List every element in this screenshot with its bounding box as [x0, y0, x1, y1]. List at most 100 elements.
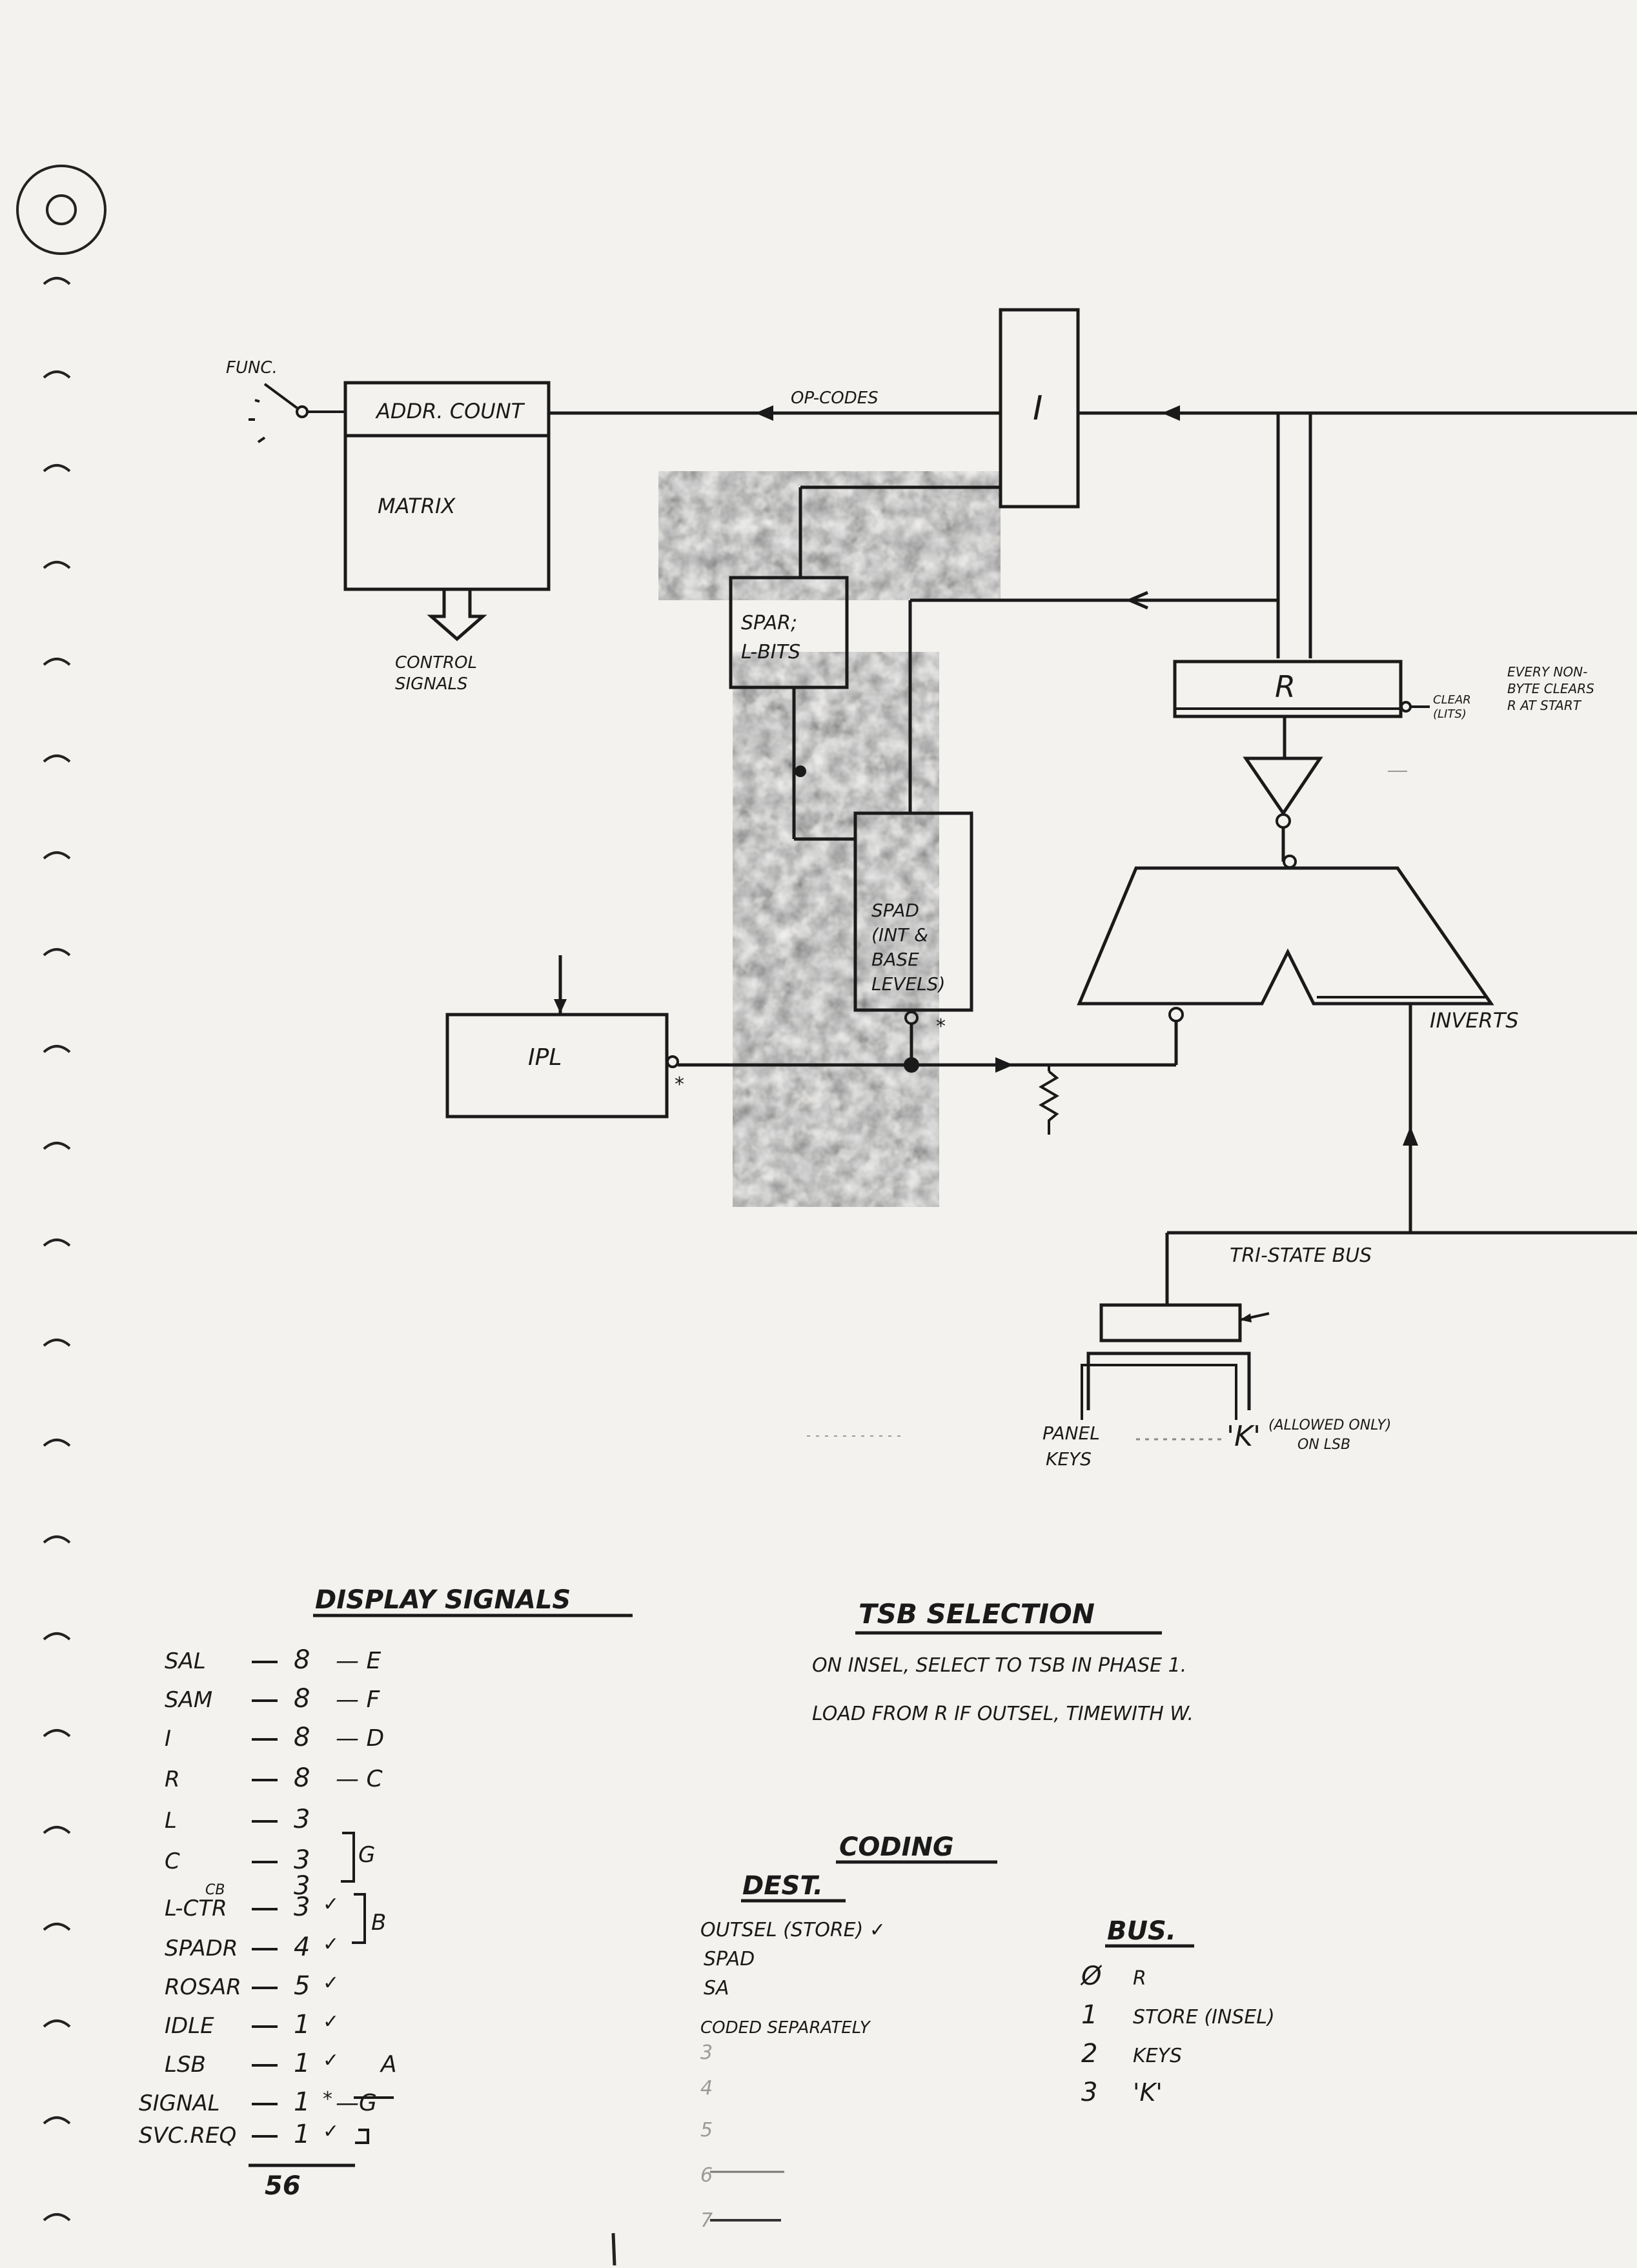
dest-item-2: SPAD [704, 1948, 755, 1970]
bus-value: R [1133, 1967, 1146, 1990]
alu-block: INVERTS [1077, 866, 1519, 1233]
bus-code: 2 [1081, 2039, 1097, 2069]
bus-code: Ø [1080, 1961, 1103, 1991]
display-signal-width: 5 [294, 1971, 310, 2001]
display-signal-name: ROSAR [165, 1974, 241, 2000]
inverts-label: INVERTS [1430, 1008, 1519, 1033]
display-signal-name: C [165, 1848, 180, 1874]
dest-faint-numbers: 3 4 5 6 7 [700, 2041, 713, 2232]
coding-section: CODING DEST. OUTSEL (STORE) ✓ SPAD SA CO… [700, 1832, 1275, 2232]
svg-text:6: 6 [700, 2164, 713, 2187]
display-signal-mark: ✓ [323, 1933, 339, 1956]
display-signal-width: 1 [294, 2049, 310, 2078]
tsb-line-1: ON INSEL, SELECT TO TSB IN PHASE 1. [812, 1654, 1186, 1677]
r-register-label: R [1275, 669, 1296, 704]
spad-block: SPAD (INT & BASE LEVELS) * [853, 811, 973, 1064]
dest-item-4: CODED SEPARATELY [700, 2018, 871, 2038]
display-signal-width: 1 [294, 2087, 310, 2117]
display-signal-name: R [165, 1767, 180, 1792]
i-register-label: I [1033, 389, 1042, 428]
addr-count-matrix-block: ADDR. COUNT MATRIX CONTROL SIGNALS [343, 381, 551, 694]
clear-label-1: CLEAR [1433, 693, 1471, 707]
spad-label-1: SPAD [871, 900, 919, 921]
display-signal-width: 8 [294, 1645, 310, 1675]
display-signal-width: 4 [294, 1932, 310, 1962]
dest-item-1: OUTSEL (STORE) ✓ [700, 1919, 886, 1941]
display-signal-width: 8 [294, 1763, 310, 1793]
display-signal-width: 3 [294, 1871, 310, 1901]
every-note-1: EVERY NON- [1507, 664, 1587, 680]
bus-heading: BUS. [1107, 1916, 1176, 1946]
spar-label-2: L-BITS [741, 641, 800, 663]
bus-code: 1 [1081, 2000, 1097, 2030]
display-signal-name: SIGNAL [139, 2091, 220, 2116]
svg-text:*: * [936, 1015, 946, 1038]
func-switch: FUNC. [226, 358, 345, 443]
i-register-box [999, 308, 1080, 509]
ipl-label: IPL [528, 1044, 562, 1071]
allowed-only-label-1: (ALLOWED ONLY) [1268, 1417, 1391, 1433]
r-register-block: R CLEAR (LITS) EVERY NON- BYTE CLEARS R … [1173, 660, 1594, 869]
every-note-2: BYTE CLEARS [1507, 681, 1594, 696]
display-signal-mark: ✓ [323, 1972, 339, 1994]
tristate-bus-label: TRI-STATE BUS [1230, 1244, 1372, 1267]
display-signal-group: — E [336, 1648, 381, 1674]
tri-state-bus: TRI-STATE BUS PANEL KEYS 'K' (ALLOWED ON… [1042, 1231, 1637, 1470]
display-signals-total: 56 [265, 2171, 301, 2201]
spad-label-3: BASE [871, 949, 919, 970]
spad-label-4: LEVELS) [871, 973, 945, 995]
display-signal-width: 1 [294, 2120, 310, 2149]
display-signal-name: SPADR [165, 1936, 238, 1961]
display-signal-width: 8 [294, 1684, 310, 1714]
display-signal-name: LSB [165, 2052, 206, 2078]
bracket-g-label: G [358, 1842, 375, 1868]
svg-text:4: 4 [700, 2077, 713, 2100]
matrix-label: MATRIX [378, 494, 456, 518]
panel-keys-label-2: KEYS [1046, 1448, 1092, 1470]
tsb-selection: TSB SELECTION ON INSEL, SELECT TO TSB IN… [812, 1598, 1194, 1725]
toner-smudge [658, 471, 1001, 1207]
display-signal-width: 8 [294, 1723, 310, 1752]
display-signal-name: L-CTR [165, 1896, 227, 1921]
control-signals-label-1: CONTROL [395, 653, 477, 673]
k-label: 'K' [1226, 1420, 1261, 1453]
display-signal-width: 3 [294, 1845, 310, 1875]
clear-label-2: (LITS) [1433, 707, 1467, 721]
control-signals-label-2: SIGNALS [395, 674, 468, 694]
display-signal-group: —G [336, 2090, 377, 2116]
dest-heading: DEST. [742, 1871, 823, 1901]
display-signals-heading: DISPLAY SIGNALS [315, 1585, 571, 1615]
display-signal-width: 3 [294, 1892, 310, 1922]
display-signal-width: 3 [294, 1805, 310, 1834]
display-signal-name: IDLE [165, 2013, 214, 2039]
bus-value: 'K' [1133, 2078, 1163, 2107]
display-signal-name: SAM [165, 1687, 212, 1713]
bus-value: STORE (INSEL) [1133, 2006, 1275, 2029]
display-signal-group: — C [336, 1766, 383, 1792]
display-signal-name: L [165, 1808, 177, 1834]
op-codes-bus: OP-CODES I [549, 308, 1637, 658]
spar-label-1: SPAR; [741, 612, 797, 634]
panel-keys-label-1: PANEL [1042, 1423, 1100, 1444]
display-signal-width: 1 [294, 2010, 310, 2040]
every-note-3: R AT START [1507, 698, 1582, 713]
svg-text:*: * [675, 1073, 684, 1096]
spad-label-2: (INT & [871, 924, 928, 946]
tsb-heading: TSB SELECTION [859, 1598, 1095, 1630]
svg-text:7: 7 [700, 2209, 713, 2232]
display-signal-group: A [380, 2051, 397, 2078]
display-signal-name: SAL [165, 1648, 206, 1674]
addr-count-label: ADDR. COUNT [375, 399, 525, 423]
allowed-only-label-2: ON LSB [1297, 1437, 1350, 1453]
binder-holes [16, 165, 107, 2222]
display-signal-group: — F [336, 1686, 380, 1713]
display-signal-name: SVC.REQ [139, 2123, 236, 2149]
spar-block: SPAR; L-BITS [729, 485, 1278, 841]
bracket-b-label: B [371, 1910, 386, 1936]
display-signal-mark: ✓ [323, 2049, 339, 2072]
